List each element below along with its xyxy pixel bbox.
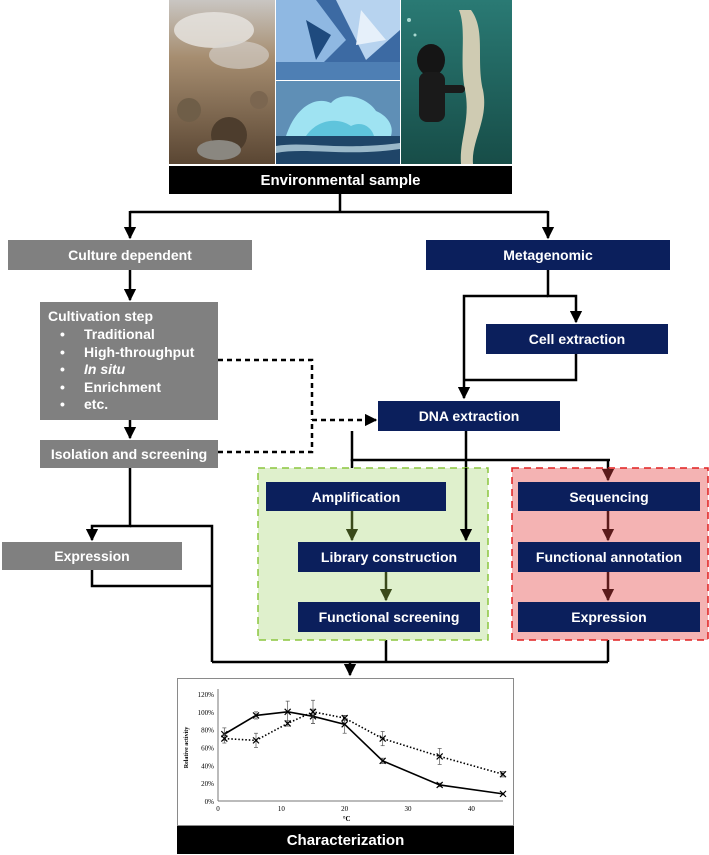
diver-photo	[401, 0, 512, 164]
activity-chart-svg: 0% 20% 40% 60% 80% 100% 120% 0 10 20 30 40 °C Relativ…	[184, 689, 507, 823]
x-tick-label: 20	[341, 805, 349, 813]
data-point	[499, 790, 507, 798]
cell-extraction-node: Cell extraction	[486, 324, 668, 354]
y-axis-label: Relative activity	[184, 727, 190, 768]
data-point	[499, 770, 507, 778]
data-point	[252, 736, 260, 744]
hot-spring-photo	[169, 0, 275, 164]
x-tick-label: 0	[216, 805, 220, 813]
iceberg-photo	[276, 81, 400, 164]
functional-annotation-node: Functional annotation	[518, 542, 700, 572]
data-point	[220, 735, 228, 743]
x-tick-label: 10	[278, 805, 286, 813]
cultivation-item: In situ	[60, 361, 210, 379]
cultivation-item: etc.	[60, 396, 210, 414]
cultivation-item: Enrichment	[60, 379, 210, 397]
metagenomic-node: Metagenomic	[426, 240, 670, 270]
expression-left-node: Expression	[2, 542, 182, 570]
series-line-1	[223, 711, 504, 795]
activity-chart: 0% 20% 40% 60% 80% 100% 120% 0 10 20 30 40 °C Relativ…	[177, 678, 514, 826]
data-point	[436, 781, 444, 789]
data-point	[341, 714, 349, 722]
dna-extraction-node: DNA extraction	[378, 401, 560, 431]
data-point	[379, 757, 387, 765]
y-tick-label: 60%	[201, 745, 214, 753]
amplification-node: Amplification	[266, 482, 446, 511]
culture-dependent-node: Culture dependent	[8, 240, 252, 270]
cultivation-item: High-throughput	[60, 344, 210, 362]
data-point	[341, 720, 349, 728]
y-tick-label: 40%	[201, 762, 214, 770]
data-point	[252, 711, 260, 719]
library-construction-node: Library construction	[298, 542, 480, 572]
environmental-sample-node: Environmental sample	[169, 166, 512, 194]
data-point	[379, 735, 387, 743]
data-point	[436, 752, 444, 760]
data-point	[284, 708, 292, 716]
x-tick-label: 30	[405, 805, 413, 813]
y-tick-label: 100%	[198, 709, 215, 717]
data-point	[284, 720, 292, 727]
data-point	[309, 708, 317, 716]
sequencing-node: Sequencing	[518, 482, 700, 511]
cultivation-step-node: Cultivation step Traditional High-throug…	[40, 302, 218, 420]
cultivation-step-title: Cultivation step	[48, 308, 154, 324]
functional-screening-node: Functional screening	[298, 602, 480, 632]
x-axis-label: °C	[343, 815, 351, 823]
cultivation-item: Traditional	[60, 326, 210, 344]
y-tick-label: 80%	[201, 727, 214, 735]
y-tick-label: 120%	[198, 691, 215, 699]
expression-right-node: Expression	[518, 602, 700, 632]
glacier-ice-photo	[276, 0, 400, 80]
y-tick-label: 0%	[205, 798, 215, 806]
isolation-screening-node: Isolation and screening	[40, 440, 218, 468]
x-tick-label: 40	[468, 805, 476, 813]
series-line-2	[224, 710, 504, 776]
y-tick-label: 20%	[201, 780, 214, 788]
characterization-node: Characterization	[177, 826, 514, 854]
